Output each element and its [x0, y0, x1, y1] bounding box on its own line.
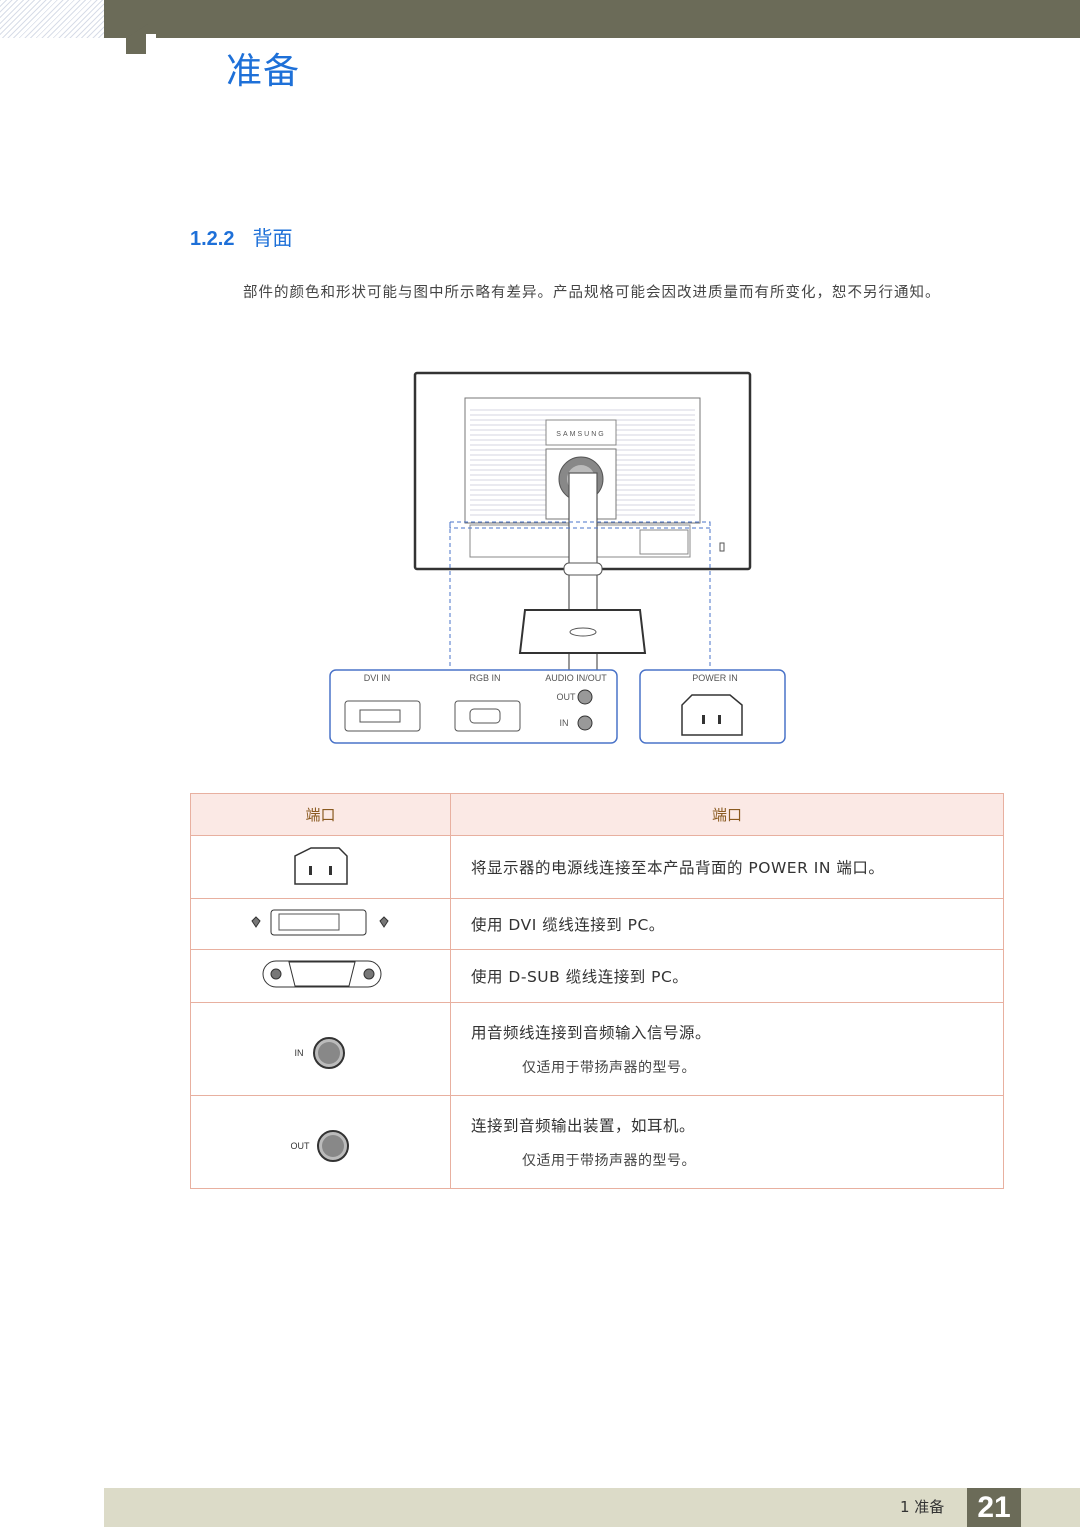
footer-bar [104, 1488, 1080, 1527]
row-note: 仅适用于带扬声器的型号。 [522, 1060, 696, 1076]
header-port-icon: 端口 [190, 793, 451, 836]
row-description: 用音频线连接到音频输入信号源。 仅适用于带扬声器的型号。 [450, 1002, 1004, 1096]
in-jack [577, 715, 593, 731]
brand-plate [545, 419, 617, 446]
row-note: 仅适用于带扬声器的型号。 [522, 1153, 696, 1169]
brand-label: SAMSUNG [556, 431, 605, 438]
row-description: 将显示器的电源线连接至本产品背面的 POWER IN 端口。 [450, 835, 1004, 899]
row-icon-cell: IN [190, 1002, 451, 1096]
dvi-port-icon [251, 909, 389, 936]
ports-table: 端口 端口 将显示器的电源线连接至本产品背面的 POWER IN 端口。 使用 … [190, 793, 1004, 1189]
page-number: 21 [967, 1488, 1021, 1527]
header-hatch-decoration [0, 0, 104, 38]
audio-in-jack-icon: IN [295, 1037, 345, 1069]
in-label: IN [560, 718, 569, 728]
audio-out-jack-icon: OUT [291, 1130, 349, 1162]
header-port-description: 端口 [450, 793, 1004, 836]
dvi-in-label: DVI IN [364, 673, 391, 683]
notice-text: 部件的颜色和形状可能与图中所示略有差异。产品规格可能会因改进质量而有所变化，恕不… [243, 285, 941, 301]
table-row: IN 用音频线连接到音频输入信号源。 仅适用于带扬声器的型号。 [190, 1002, 1004, 1096]
audio-label: AUDIO IN/OUT [545, 673, 607, 683]
svg-text:IN: IN [295, 1048, 304, 1058]
footer-chapter: 1 准备 [900, 1498, 945, 1516]
row-description: 连接到音频输出装置，如耳机。 仅适用于带扬声器的型号。 [450, 1095, 1004, 1189]
section-heading: 1.2.2 背面 [190, 222, 292, 251]
monitor-rear-diagram: SAMSUNG DVI IN RGB IN AUDIO IN/OUT OUT I… [329, 371, 786, 744]
out-jack [577, 689, 593, 705]
row-icon-cell [190, 949, 451, 1003]
table-row: 使用 DVI 缆线连接到 PC。 [190, 898, 1004, 950]
table-header-row: 端口 端口 [190, 793, 1004, 836]
row-icon-cell: OUT [190, 1095, 451, 1189]
svg-text:OUT: OUT [291, 1141, 311, 1151]
table-row: 使用 D-SUB 缆线连接到 PC。 [190, 949, 1004, 1003]
chapter-title: 准备 [226, 51, 301, 92]
rgb-in-label: RGB IN [469, 673, 500, 683]
row-description: 使用 D-SUB 缆线连接到 PC。 [450, 949, 1004, 1003]
table-row: 将显示器的电源线连接至本产品背面的 POWER IN 端口。 [190, 835, 1004, 899]
section-title: 背面 [252, 226, 293, 250]
power-in-port-icon [294, 847, 348, 885]
out-label: OUT [557, 692, 577, 702]
power-in-label: POWER IN [692, 673, 738, 683]
section-number: 1.2.2 [190, 228, 235, 250]
row-icon-cell [190, 835, 451, 899]
power-port [681, 694, 743, 736]
row-icon-cell [190, 898, 451, 950]
d-sub-port-icon [262, 960, 382, 988]
header-bar [104, 0, 1080, 38]
table-row: OUT 连接到音频输出装置，如耳机。 仅适用于带扬声器的型号。 [190, 1095, 1004, 1189]
row-description: 使用 DVI 缆线连接到 PC。 [450, 898, 1004, 950]
chapter-tab-marker [126, 24, 156, 54]
